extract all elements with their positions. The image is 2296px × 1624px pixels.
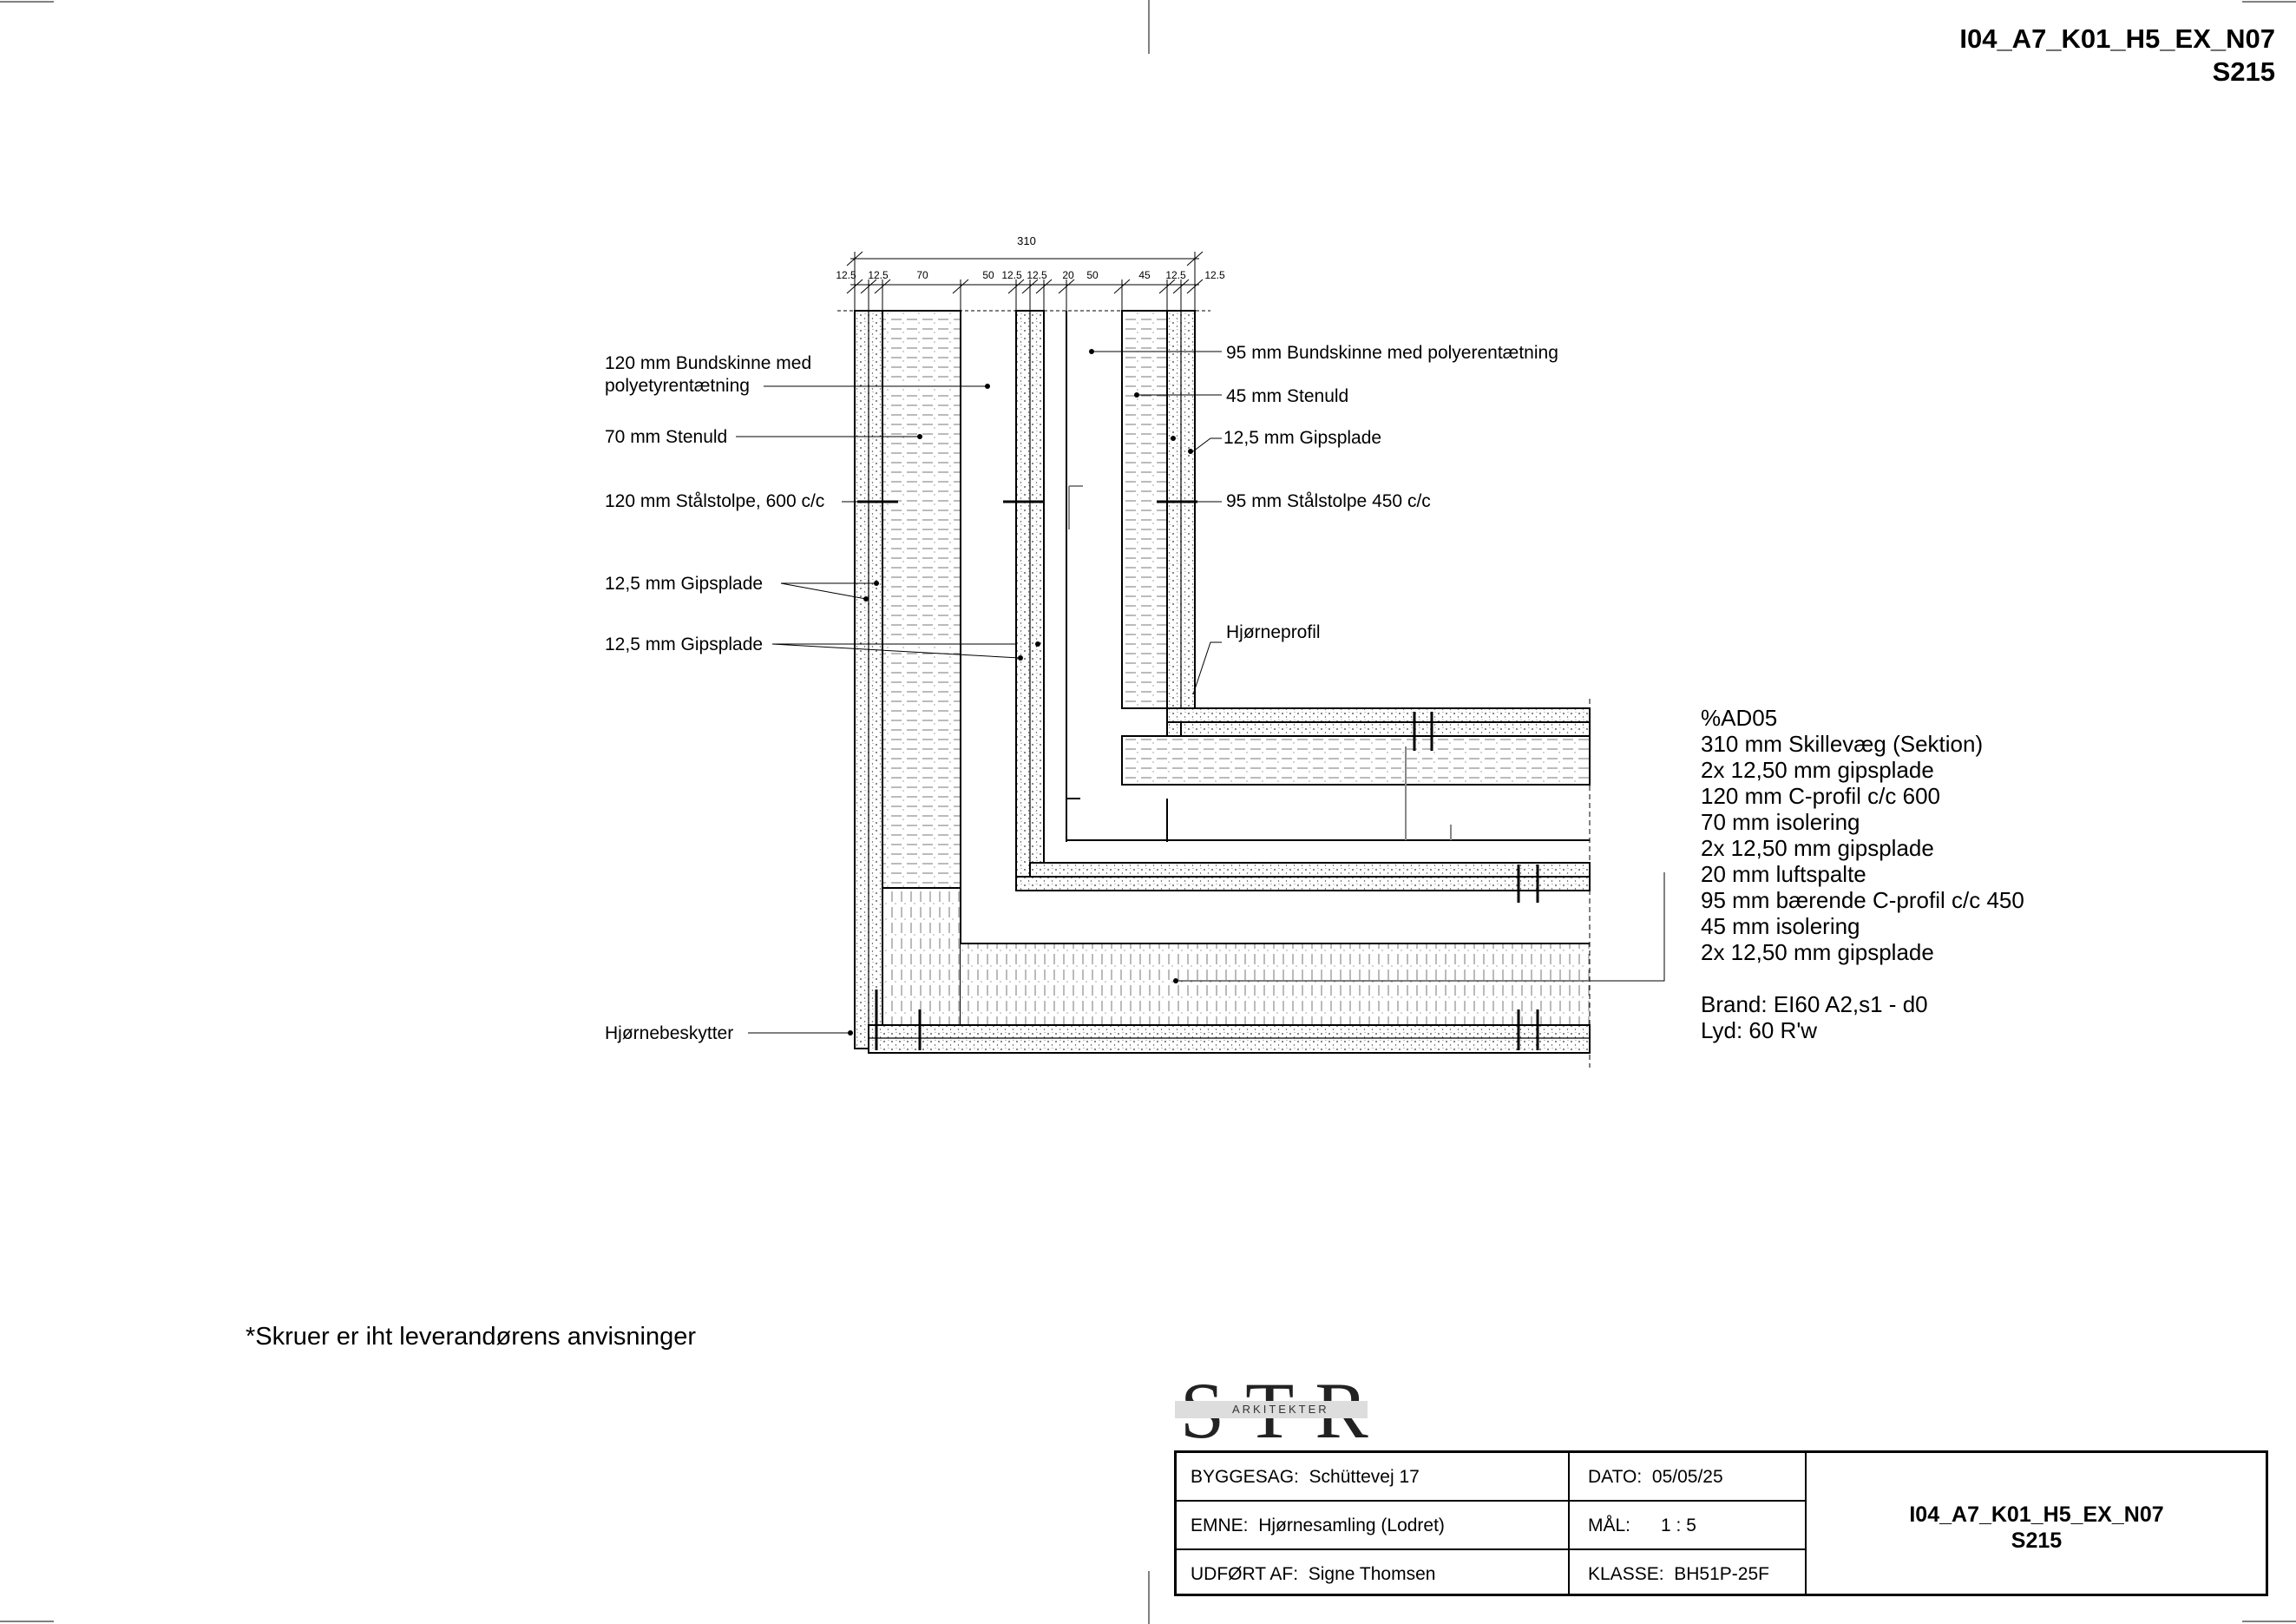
dim-seg: 12.5 bbox=[1165, 269, 1186, 281]
spec-line: 310 mm Skillevæg (Sektion) bbox=[1701, 731, 1984, 757]
dimension-chain bbox=[837, 251, 1210, 314]
dim-seg: 45 bbox=[1138, 269, 1151, 281]
label-hjoernebeskytter: Hjørnebeskytter bbox=[605, 1023, 734, 1043]
tb-maal: MÅL: 1 : 5 bbox=[1588, 1516, 1696, 1535]
dim-seg: 12.5 bbox=[1027, 269, 1047, 281]
dim-seg: 20 bbox=[1062, 269, 1074, 281]
spec-line: 2x 12,50 mm gipsplade bbox=[1701, 939, 1934, 965]
label-staalstolpe-95: 95 mm Stålstolpe 450 c/c bbox=[1226, 491, 1431, 511]
label-staalstolpe-120: 120 mm Stålstolpe, 600 c/c bbox=[605, 491, 825, 511]
dim-seg: 12.5 bbox=[868, 269, 889, 281]
dim-seg: 50 bbox=[982, 269, 994, 281]
label-hjoerneprofil: Hjørneprofil bbox=[1226, 622, 1321, 642]
dim-seg: 12.5 bbox=[1204, 269, 1225, 281]
label-stenuld-45: 45 mm Stenuld bbox=[1226, 386, 1349, 406]
header-sheet-number: S215 bbox=[2212, 56, 2275, 87]
spec-fire-rating: Brand: EI60 A2,s1 - d0 bbox=[1701, 991, 1928, 1017]
label-gipsplade-outer: 12,5 mm Gipsplade bbox=[605, 574, 764, 594]
outer-wall-layers bbox=[854, 310, 1591, 1068]
leader-dots bbox=[848, 349, 1193, 1036]
tb-byggesag: BYGGESAG: Schüttevej 17 bbox=[1191, 1467, 1420, 1487]
dim-seg: 12.5 bbox=[1001, 269, 1022, 281]
leader-lines bbox=[736, 351, 1665, 1034]
logo-band bbox=[1175, 1401, 1368, 1418]
logo-subtitle: ARKITEKTER bbox=[1232, 1403, 1329, 1416]
tb-udfort: UDFØRT AF: Signe Thomsen bbox=[1191, 1564, 1436, 1584]
header-drawing-id: I04_A7_K01_H5_EX_N07 bbox=[1959, 23, 2275, 54]
drawing-header: I04_A7_K01_H5_EX_N07 S215 bbox=[1959, 23, 2275, 89]
spec-line: 2x 12,50 mm gipsplade bbox=[1701, 757, 1934, 783]
spec-line: 2x 12,50 mm gipsplade bbox=[1701, 835, 1934, 861]
wall-specification: %AD05 310 mm Skillevæg (Sektion) 2x 12,5… bbox=[1701, 705, 2024, 1043]
label-gipsplade-right: 12,5 mm Gipsplade bbox=[1223, 428, 1382, 448]
spec-code: %AD05 bbox=[1701, 705, 1778, 731]
screw-note: *Skruer er iht leverandørens anvisninger bbox=[246, 1323, 697, 1351]
spec-line: 45 mm isolering bbox=[1701, 913, 1860, 939]
dim-seg: 70 bbox=[916, 269, 928, 281]
label-bundskinne-120: 120 mm Bundskinne med polyetyrentætning bbox=[605, 353, 812, 396]
dim-segment-labels: 12.5 12.5 70 50 12.5 12.5 20 50 45 12.5 … bbox=[836, 269, 1225, 281]
label-bundskinne-95: 95 mm Bundskinne med polyerentætning bbox=[1226, 343, 1558, 363]
label-gipsplade-inner: 12,5 mm Gipsplade bbox=[605, 634, 764, 654]
tb-drawing-id: I04_A7_K01_H5_EX_N07 S215 bbox=[1909, 1502, 2164, 1553]
label-stenuld-70: 70 mm Stenuld bbox=[605, 427, 728, 447]
spec-sound-rating: Lyd: 60 R'w bbox=[1701, 1017, 1818, 1043]
tb-klasse: KLASSE: BH51P-25F bbox=[1588, 1564, 1769, 1584]
tb-dato: DATO: 05/05/25 bbox=[1588, 1467, 1723, 1487]
str-logo: STR ARKITEKTER bbox=[1175, 1366, 1380, 1455]
spec-line: 70 mm isolering bbox=[1701, 809, 1860, 835]
spec-line: 20 mm luftspalte bbox=[1701, 861, 1866, 887]
title-block: BYGGESAG: Schüttevej 17 EMNE: Hjørnesaml… bbox=[1174, 1450, 2268, 1596]
tb-emne: EMNE: Hjørnesamling (Lodret) bbox=[1191, 1516, 1445, 1535]
dim-seg: 50 bbox=[1086, 269, 1099, 281]
spec-line: 120 mm C-profil c/c 600 bbox=[1701, 783, 1940, 809]
dim-total: 310 bbox=[1017, 234, 1036, 247]
spec-line: 95 mm bærende C-profil c/c 450 bbox=[1701, 887, 2024, 913]
dim-seg: 12.5 bbox=[836, 269, 856, 281]
